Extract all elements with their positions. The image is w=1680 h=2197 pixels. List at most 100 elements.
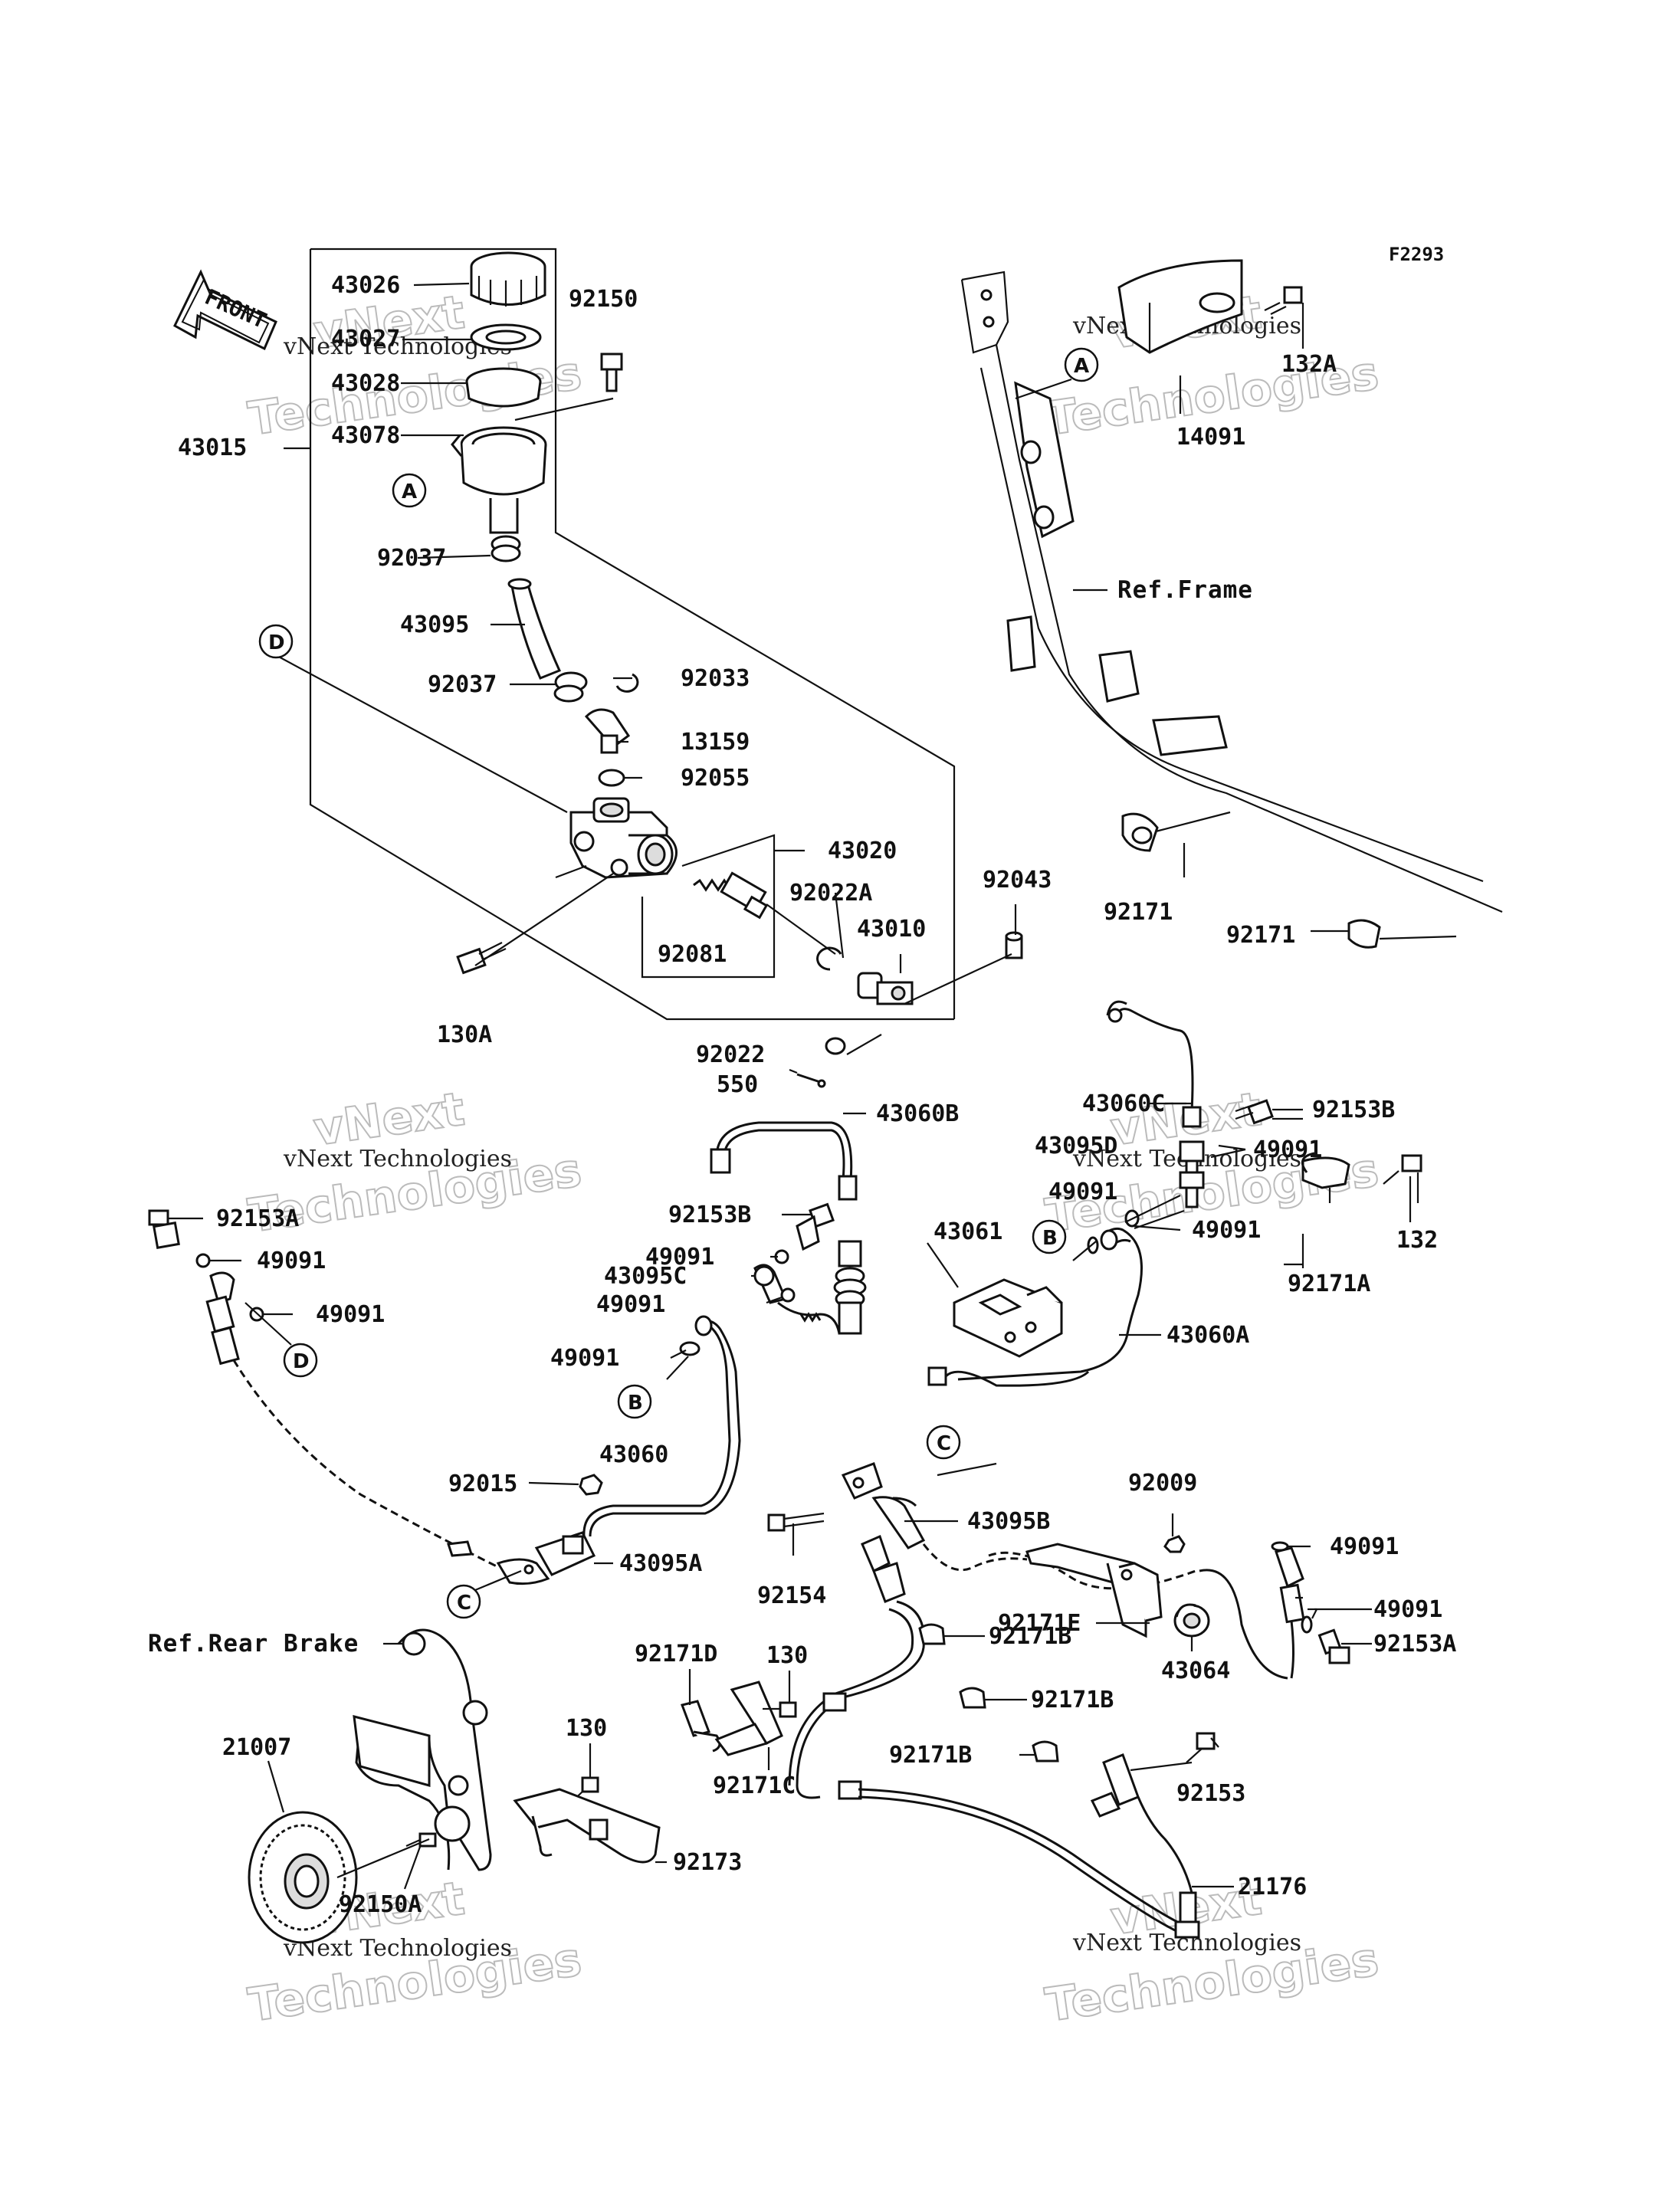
frame-cover [1117,259,1243,354]
bracket [714,1681,783,1756]
part-label: 49091 [1253,1136,1322,1163]
clevis-pin [1005,931,1023,959]
part-label: 49091 [257,1248,326,1274]
part-label: 92037 [377,545,446,572]
part-label: 92033 [681,665,750,692]
piston-kit-bracket [641,834,805,979]
part-label: 130 [566,1715,607,1742]
mount-bracket [953,1278,1063,1358]
part-label: 92037 [428,671,497,698]
o-ring [598,769,625,787]
part-label: 43026 [331,272,400,299]
reservoir-body [451,426,547,534]
brake-pipe [582,1315,741,1537]
bolt [796,1202,835,1251]
part-label: 92171D [635,1641,717,1667]
callout-c: C [926,1425,961,1460]
part-label: 130A [437,1021,492,1048]
union-fitting [496,1531,596,1585]
ref-rear-brake-label: Ref.Rear Brake [148,1630,359,1658]
leader-lines [666,1112,866,1380]
svg-text:D: D [293,1350,310,1373]
clamp [1347,919,1381,949]
part-label: 550 [717,1071,758,1098]
part-label: 92150A [339,1891,422,1918]
rear-hose [892,1497,1028,1572]
leader-lines [474,1481,613,1592]
part-label: 92173 [673,1849,742,1876]
part-label: 132 [1396,1227,1438,1254]
part-label: 92171 [1104,899,1173,926]
part-label: 13159 [681,729,750,756]
part-label: 92171C [713,1772,796,1799]
bolt [456,942,507,975]
part-label: 49091 [316,1301,385,1328]
abs-sensor-lead [788,1534,1200,1939]
bracket [1025,1543,1163,1638]
brake-pipe [927,1227,1143,1387]
brake-pipe [1106,1000,1202,1128]
hose-clamp [553,671,588,703]
part-label: 43015 [178,434,247,461]
part-label: 43060B [876,1100,959,1127]
callout-d: D [283,1343,318,1378]
bolt [600,353,623,392]
part-label: 49091 [1048,1179,1117,1205]
reservoir-cap [470,251,546,307]
brake-pipe [710,1121,858,1201]
cotter-pin [796,1073,826,1088]
circlip [615,673,639,693]
frame [960,271,1503,913]
bolt [763,1701,797,1718]
part-label: 132A [1281,351,1337,378]
union-fitting [833,1240,867,1335]
part-label: 43095 [400,612,469,638]
circlip [816,946,842,971]
callout-d: D [258,624,294,659]
part-label: 43064 [1161,1658,1230,1684]
bolt [767,1512,825,1532]
callout-b: B [1032,1219,1067,1254]
rear-brake-bracket [353,1628,492,1871]
part-label: 92171E [998,1610,1081,1637]
leader-lines [267,1642,667,1890]
part-label: 43027 [331,326,400,353]
part-label: 92153B [1312,1097,1395,1123]
part-label: 43095D [1035,1133,1117,1159]
part-label: 14091 [1176,424,1245,451]
part-label: 49091 [1330,1533,1399,1560]
part-label: 21007 [222,1734,291,1761]
clamp [1121,812,1159,852]
part-label: 49091 [1373,1596,1442,1623]
master-cylinder [569,797,678,879]
part-label: 92154 [757,1582,826,1609]
reservoir-plate [465,367,542,408]
part-label: 43078 [331,422,400,449]
piston [720,871,769,920]
push-rod [857,972,914,1005]
part-label: 43095A [619,1550,702,1577]
assembly-bracket [284,248,956,1021]
nut [1163,1535,1186,1553]
svg-text:D: D [268,631,285,654]
part-label: 92015 [448,1471,517,1497]
part-label: 49091 [550,1345,619,1372]
washer [679,1249,796,1356]
part-label: 92009 [1128,1470,1197,1497]
svg-text:A: A [402,480,417,503]
part-label: 92043 [983,867,1052,894]
reservoir-diaphragm [470,323,542,351]
part-label: 92171 [1226,922,1295,949]
leader-lines [927,1102,1412,1288]
abs-sensor [1090,1753,1193,1894]
ref-frame-label: Ref.Frame [1117,576,1253,604]
banjo-fitting [753,1264,841,1334]
part-labels: 43026 43027 43028 43078 43015 92150 9203… [148,272,1456,1918]
part-label: 92153 [1176,1780,1245,1807]
part-label: 130 [766,1642,808,1669]
part-label: 49091 [596,1291,665,1318]
union-fitting [841,1462,926,1549]
part-label: 49091 [1192,1217,1261,1244]
